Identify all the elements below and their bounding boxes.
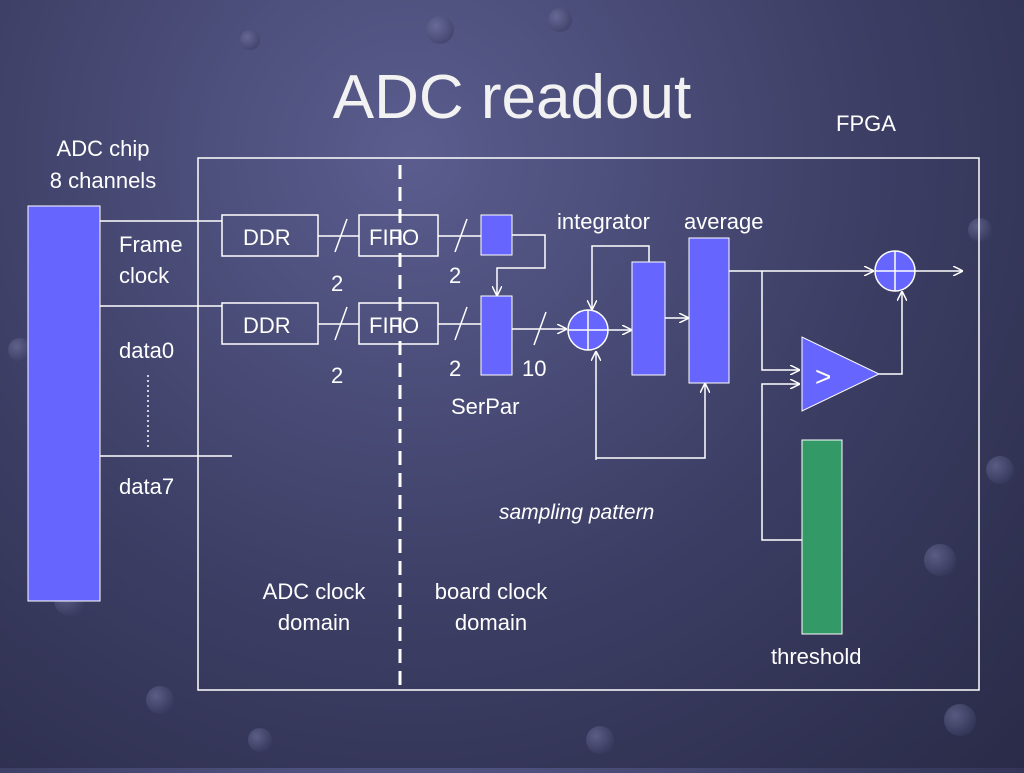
integrator-feedback-line <box>592 245 650 309</box>
adc-chip-block <box>27 205 101 602</box>
fifo-bottom-label: FIFO <box>369 313 419 338</box>
bus-width-ddr-top: 2 <box>331 271 343 296</box>
frame-clock-label-2: clock <box>119 263 170 288</box>
bus-width-fifo-top: 2 <box>449 263 461 288</box>
threshold-block <box>801 439 843 635</box>
fpga-label: FPGA <box>836 111 896 136</box>
sampling-pattern-label: sampling pattern <box>499 501 654 524</box>
page-title: ADC readout <box>333 63 691 132</box>
average-to-comparator-line <box>761 271 799 370</box>
adc-chip-label-1: ADC chip <box>57 136 150 161</box>
board-clock-domain-label-2: domain <box>455 610 527 635</box>
adc-chip-label-2: 8 channels <box>50 168 156 193</box>
integrator-block <box>631 261 666 376</box>
threshold-to-comparator-line <box>761 384 802 541</box>
bus-slash <box>454 218 468 253</box>
frame-clock-label-1: Frame <box>119 232 183 257</box>
average-block <box>688 237 730 384</box>
adc-clock-domain-label-2: domain <box>278 610 350 635</box>
bus-slash <box>454 306 468 341</box>
data0-label: data0 <box>119 338 174 363</box>
ddr-top-label: DDR <box>243 225 291 250</box>
average-label: average <box>684 209 764 234</box>
fifo-top-label: FIFO <box>369 225 419 250</box>
bus-slash <box>533 311 547 346</box>
integrator-label: integrator <box>557 209 650 234</box>
bus-slash <box>334 306 348 341</box>
adc-clock-domain-label-1: ADC clock <box>263 579 367 604</box>
comparator-to-adder-line <box>879 292 902 375</box>
bus-slash <box>334 218 348 253</box>
serpar-feed-line <box>497 234 546 295</box>
comparator-block <box>801 336 881 412</box>
bus-width-serpar: 10 <box>522 356 546 381</box>
serpar-small-block <box>480 214 513 256</box>
comparator-symbol: > <box>815 361 831 392</box>
sampling-to-average-line <box>596 384 705 459</box>
data7-label: data7 <box>119 474 174 499</box>
bus-width-ddr-bottom: 2 <box>331 363 343 388</box>
board-clock-domain-label-1: board clock <box>435 579 549 604</box>
serpar-label: SerPar <box>451 394 519 419</box>
ddr-bottom-label: DDR <box>243 313 291 338</box>
background-pattern <box>8 8 1014 754</box>
fpga-frame <box>197 157 980 691</box>
bus-width-fifo-bottom: 2 <box>449 356 461 381</box>
threshold-label: threshold <box>771 644 862 669</box>
serpar-block <box>480 295 513 376</box>
